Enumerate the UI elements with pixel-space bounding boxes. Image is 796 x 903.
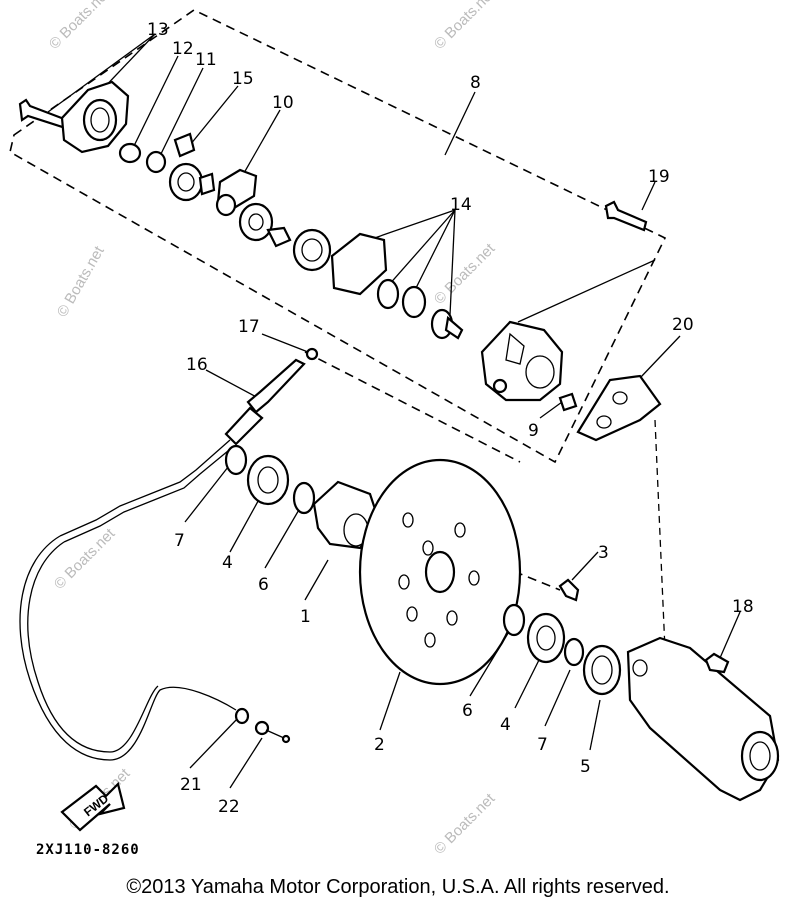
callout-16: 16 (186, 355, 208, 375)
callout-5: 5 (580, 757, 591, 777)
callout-7: 7 (537, 735, 548, 755)
callout-22: 22 (218, 797, 240, 817)
watermark: © Boats.net (431, 790, 499, 858)
callout-4: 4 (222, 553, 233, 573)
callout-1: 1 (300, 607, 311, 627)
callout-15: 15 (232, 69, 254, 89)
callout-4: 4 (500, 715, 511, 735)
cable-assembly (19, 358, 306, 761)
reference-line (654, 419, 666, 651)
callout-8: 8 (470, 73, 481, 93)
callouts: 13 12 11 15 10 8 19 14 17 16 20 9 7 4 6 … (147, 20, 754, 817)
callout-2: 2 (374, 735, 385, 755)
parts-diagram: © Boats.net © Boats.net © Boats.net © Bo… (9, 0, 780, 858)
callout-10: 10 (272, 93, 294, 113)
watermark: © Boats.net (46, 0, 114, 53)
callout-9: 9 (528, 421, 539, 441)
upper-parts (18, 80, 662, 442)
copyright-notice: ©2013 Yamaha Motor Corporation, U.S.A. A… (126, 876, 670, 898)
callout-13: 13 (147, 20, 169, 40)
diagram-code: 2XJ110-8260 (36, 842, 140, 858)
callout-12: 12 (172, 39, 194, 59)
watermark: © Boats.net (431, 0, 499, 53)
callout-19: 19 (648, 167, 670, 187)
callout-21: 21 (180, 775, 202, 795)
callout-3: 3 (598, 543, 609, 563)
watermark: © Boats.net (54, 243, 108, 320)
assembly-boundary (9, 9, 667, 464)
callout-18: 18 (732, 597, 754, 617)
callout-14: 14 (450, 195, 472, 215)
callout-20: 20 (672, 315, 694, 335)
callout-7: 7 (174, 531, 185, 551)
watermark: © Boats.net (431, 240, 499, 308)
callout-17: 17 (238, 317, 260, 337)
reference-line (304, 351, 521, 463)
leader-lines (47, 33, 741, 789)
callout-6: 6 (258, 575, 269, 595)
fwd-arrow: FWD (60, 781, 126, 832)
callout-6: 6 (462, 701, 473, 721)
lower-parts (224, 444, 780, 802)
callout-11: 11 (195, 50, 217, 70)
